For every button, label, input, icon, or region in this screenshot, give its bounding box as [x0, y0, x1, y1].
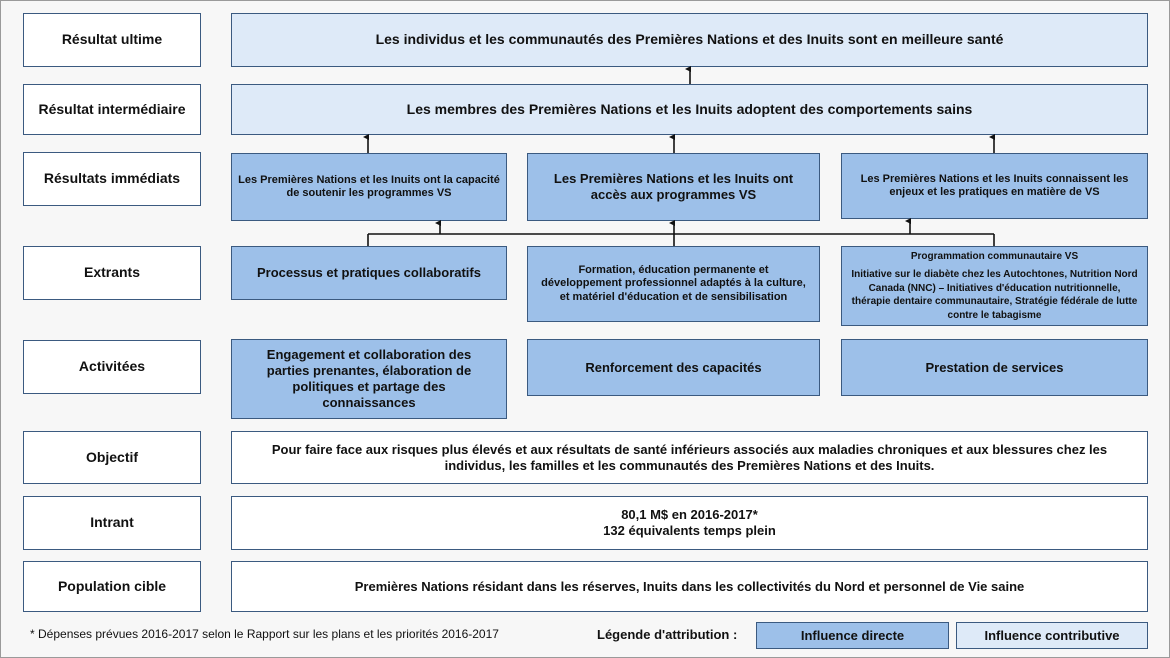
ultimate-outcome-box: Les individus et les communautés des Pre… — [231, 13, 1148, 67]
row-label-input: Intrant — [23, 496, 201, 550]
row-label-outputs-text: Extrants — [83, 264, 141, 281]
row-label-objective: Objectif — [23, 431, 201, 484]
objective-text: Pour faire face aux risques plus élevés … — [271, 441, 1108, 473]
legend-contributive-influence: Influence contributive — [956, 622, 1148, 649]
row-label-immediate: Résultats immédiats — [23, 152, 201, 206]
input-line-1: 80,1 M$ en 2016-2017* — [621, 507, 758, 523]
activity-service-delivery: Prestation de services — [841, 339, 1148, 396]
row-label-objective-text: Objectif — [85, 448, 139, 465]
row-label-population-text: Population cible — [57, 577, 167, 594]
immediate-outcome-knowledge-text: Les Premières Nations et les Inuits conn… — [860, 172, 1129, 198]
footnote: * Dépenses prévues 2016-2017 selon le Ra… — [30, 627, 499, 641]
objective-box: Pour faire face aux risques plus élevés … — [231, 431, 1148, 484]
immediate-outcome-capacity-text: Les Premières Nations et les Inuits ont … — [238, 173, 500, 199]
intermediate-outcome-box: Les membres des Premières Nations et les… — [231, 84, 1148, 135]
legend-contributive-influence-text: Influence contributive — [984, 627, 1120, 643]
activity-engagement-text: Engagement et collaboration des parties … — [266, 347, 472, 410]
activity-capacity-building: Renforcement des capacités — [527, 339, 820, 396]
output-training-text: Formation, éducation permanente et dével… — [541, 263, 806, 303]
ultimate-outcome-text: Les individus et les communautés des Pre… — [375, 31, 1004, 48]
population-text: Premières Nations résidant dans les rése… — [354, 578, 1025, 594]
row-label-intermediate: Résultat intermédiaire — [23, 84, 201, 135]
row-label-ultimate-text: Résultat ultime — [61, 31, 163, 48]
intermediate-outcome-text: Les membres des Premières Nations et les… — [406, 100, 973, 117]
activity-capacity-building-text: Renforcement des capacités — [585, 359, 762, 375]
output-community-programming: Programmation communautaire VS Initiativ… — [841, 246, 1148, 326]
row-label-activities: Activitées — [23, 340, 201, 394]
row-label-outputs: Extrants — [23, 246, 201, 300]
row-label-intermediate-text: Résultat intermédiaire — [38, 100, 186, 117]
row-label-population: Population cible — [23, 561, 201, 612]
output-community-programming-title: Programmation communautaire VS — [910, 250, 1079, 262]
output-collaborative-processes-text: Processus et pratiques collaboratifs — [257, 265, 481, 281]
immediate-outcome-access-text: Les Premières Nations et les Inuits ont … — [553, 171, 794, 202]
legend-direct-influence: Influence directe — [756, 622, 949, 649]
row-label-activities-text: Activitées — [78, 358, 146, 375]
immediate-outcome-access: Les Premières Nations et les Inuits ont … — [527, 153, 820, 221]
legend-label: Légende d'attribution : — [597, 627, 738, 642]
output-training: Formation, éducation permanente et dével… — [527, 246, 820, 322]
activity-service-delivery-text: Prestation de services — [925, 359, 1064, 375]
immediate-outcome-capacity: Les Premières Nations et les Inuits ont … — [231, 153, 507, 221]
row-label-input-text: Intrant — [90, 514, 134, 531]
legend-direct-influence-text: Influence directe — [800, 627, 905, 643]
output-collaborative-processes: Processus et pratiques collaboratifs — [231, 246, 507, 300]
output-community-programming-text: Initiative sur le diabète chez les Autoc… — [851, 269, 1138, 321]
input-box: 80,1 M$ en 2016-2017* 132 équivalents te… — [231, 496, 1148, 550]
immediate-outcome-knowledge: Les Premières Nations et les Inuits conn… — [841, 153, 1148, 219]
population-box: Premières Nations résidant dans les rése… — [231, 561, 1148, 612]
row-label-immediate-text: Résultats immédiats — [43, 170, 181, 187]
input-line-2: 132 équivalents temps plein — [603, 523, 776, 538]
activity-engagement: Engagement et collaboration des parties … — [231, 339, 507, 419]
row-label-ultimate: Résultat ultime — [23, 13, 201, 67]
